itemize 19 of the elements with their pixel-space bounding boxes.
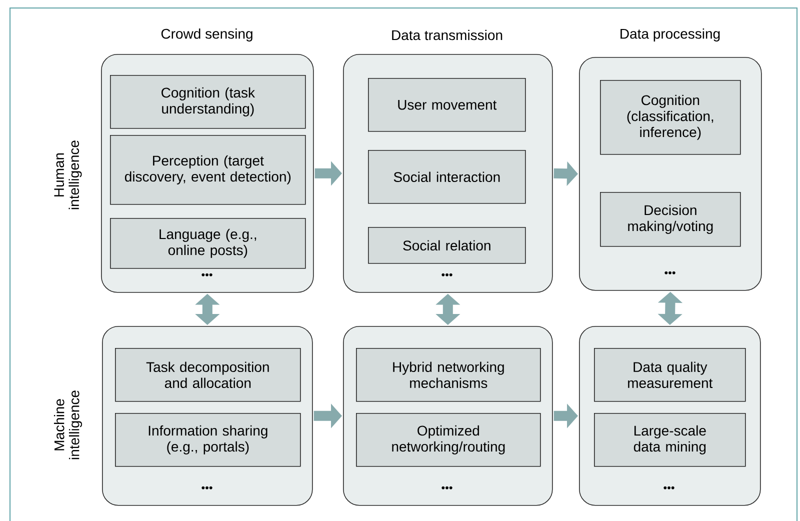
text-box: Information sharing (e.g., portals)	[115, 413, 301, 467]
text-box: Social relation	[368, 227, 526, 264]
column-heading: Data transmission	[392, 30, 502, 40]
text-box: Data quality measurement	[594, 348, 746, 402]
text-box: Language (e.g., online posts)	[110, 218, 306, 269]
text-box: Perception (target discovery, event detection)	[110, 135, 306, 205]
text-box: Decision making/voting	[600, 192, 741, 247]
column-heading: Data processing	[620, 28, 720, 42]
row-label: Human intelligence	[54, 140, 82, 210]
text-box: Hybrid networking mechanisms	[356, 348, 541, 402]
column-heading: Crowd sensing	[161, 28, 252, 42]
text-box: Social interaction	[368, 150, 526, 204]
text-box: Cognition (classification, inference)	[600, 80, 741, 155]
text-box: Task decomposition and allocation	[115, 348, 301, 402]
row-label: Machine intelligence	[54, 390, 82, 460]
text-box: Optimized networking/routing	[356, 413, 541, 467]
text-box: Large-scale data mining	[594, 413, 746, 467]
text-box: Cognition (task understanding)	[110, 75, 306, 129]
text-box: User movement	[368, 78, 526, 132]
